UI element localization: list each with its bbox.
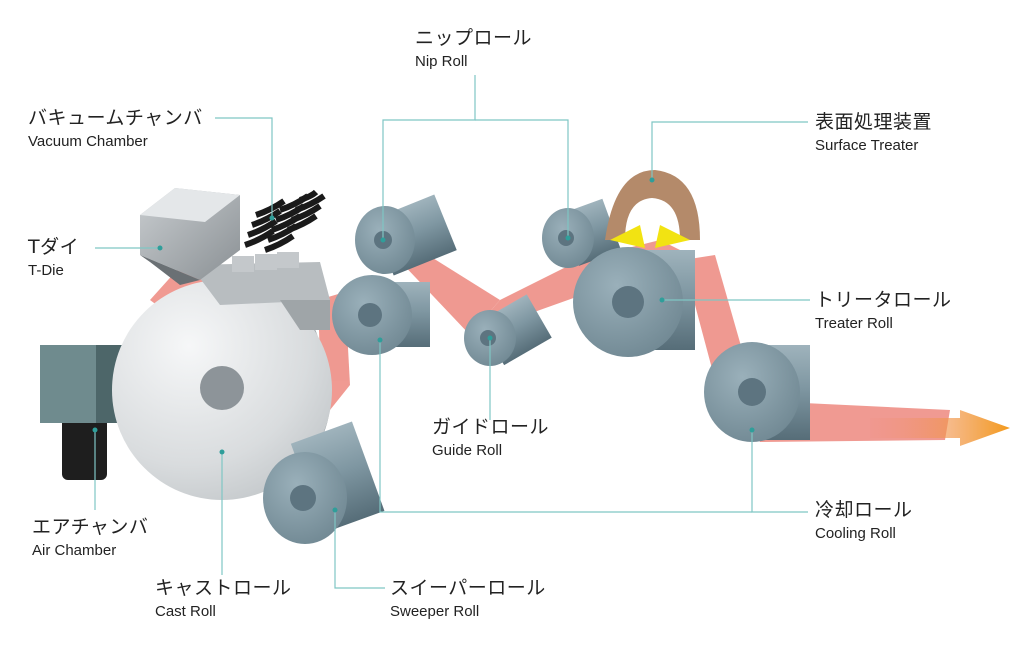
label-sweeper-roll-en: Sweeper Roll [390, 602, 480, 620]
label-cast-roll-jp: キャストロール [155, 577, 292, 599]
label-treater-roll: トリータロール Treater Roll [815, 289, 952, 332]
label-nip-roll: ニップロール Nip Roll [415, 27, 533, 70]
label-treater-roll-jp: トリータロール [815, 289, 952, 311]
label-sweeper-roll: スイーパーロール Sweeper Roll [390, 577, 546, 620]
sweeper-roll [263, 421, 385, 544]
vacuum-chamber [232, 189, 326, 272]
label-t-die-jp: Tダイ [28, 236, 80, 258]
label-surface-treater-jp: 表面処理装置 [815, 111, 933, 133]
label-surface-treater: 表面処理装置 Surface Treater [815, 111, 933, 154]
label-treater-roll-en: Treater Roll [815, 314, 893, 332]
leader-lines [94, 75, 810, 589]
label-nip-roll-jp: ニップロール [415, 27, 533, 49]
label-air-chamber: エアチャンバ Air Chamber [32, 516, 149, 559]
output-arrow [870, 410, 1010, 446]
machine-frame [190, 262, 330, 330]
label-guide-roll: ガイドロール Guide Roll [432, 416, 550, 459]
label-cooling-roll-en: Cooling Roll [815, 524, 896, 542]
nip-roll-right [542, 198, 622, 268]
sweeper-top-roll [332, 275, 430, 355]
surface-treater [605, 170, 700, 248]
label-t-die: Tダイ T-Die [28, 236, 80, 279]
label-surface-treater-en: Surface Treater [815, 136, 919, 154]
label-cast-roll-en: Cast Roll [155, 602, 216, 620]
label-t-die-en: T-Die [28, 261, 64, 279]
leader-dots [92, 177, 755, 513]
nip-roll-upper-left [355, 194, 457, 276]
cast-roll [112, 280, 332, 500]
label-cooling-roll: 冷却ロール Cooling Roll [815, 499, 913, 542]
label-sweeper-roll-jp: スイーパーロール [390, 577, 546, 599]
label-nip-roll-en: Nip Roll [415, 52, 468, 70]
treater-roll [573, 247, 695, 357]
t-die [140, 188, 240, 285]
label-vacuum-chamber: バキュームチャンバ Vacuum Chamber [28, 107, 203, 150]
label-guide-roll-jp: ガイドロール [432, 416, 550, 438]
air-chamber [40, 345, 126, 480]
label-air-chamber-en: Air Chamber [32, 541, 117, 559]
label-cast-roll: キャストロール Cast Roll [155, 577, 292, 620]
label-air-chamber-jp: エアチャンバ [32, 516, 149, 538]
cooling-roll [704, 342, 810, 442]
label-guide-roll-en: Guide Roll [432, 441, 503, 459]
label-vacuum-chamber-jp: バキュームチャンバ [28, 107, 203, 129]
label-cooling-roll-jp: 冷却ロール [815, 499, 913, 521]
label-vacuum-chamber-en: Vacuum Chamber [28, 132, 148, 150]
